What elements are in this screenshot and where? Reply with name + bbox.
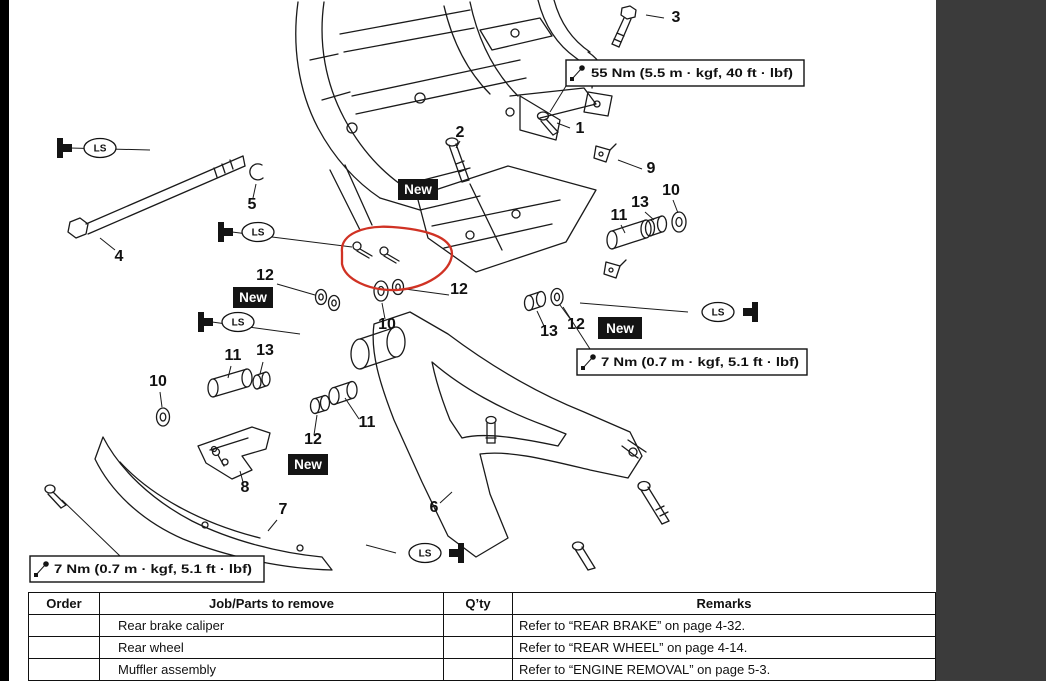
clamps-circlip-art (249, 143, 627, 279)
new-label: New (598, 317, 642, 339)
callout-number: 10 (662, 182, 680, 199)
callout-number: 9 (647, 160, 656, 177)
ls-label: LS (94, 144, 107, 155)
torque-spec-55nm: 55 Nm (5.5 m · kgf, 40 ft · lbf) (565, 59, 805, 87)
callout-number: 3 (672, 9, 681, 26)
table-row: Rear brake caliper Refer to “REAR BRAKE”… (28, 614, 936, 637)
chain-guard-art (94, 436, 333, 571)
table-header-row: Order Job/Parts to remove Q’ty Remarks (28, 592, 936, 615)
callout-number: 13 (540, 323, 558, 340)
exploded-parts-diagram: 55 Nm (5.5 m · kgf, 40 ft · lbf) 7 Nm (0… (29, 0, 808, 583)
grease-ls-symbol: LS (57, 137, 151, 159)
grease-ls-symbol: LS (218, 221, 353, 248)
cell-order (28, 614, 100, 637)
callout-number: 13 (256, 342, 274, 359)
cell-job: Muffler assembly (99, 658, 444, 681)
torque-spec-7nm-left: 7 Nm (0.7 m · kgf, 5.1 ft · lbf) (29, 555, 265, 583)
cell-order (28, 636, 100, 659)
callout-number: 13 (631, 194, 649, 211)
cell-qty (443, 636, 513, 659)
cell-remarks: Refer to “REAR WHEEL” on page 4-14. (512, 636, 936, 659)
torque-spec-text: 7 Nm (0.7 m · kgf, 5.1 ft · lbf) (54, 562, 252, 576)
grease-ls-symbol: LS (198, 311, 301, 335)
parts-table: Order Job/Parts to remove Q’ty Remarks R… (28, 592, 936, 681)
red-annotation-circle (340, 225, 454, 292)
cell-job: Rear wheel (99, 636, 444, 659)
new-label-text: New (294, 457, 322, 472)
bracket-art (197, 426, 271, 480)
callout-number: 12 (450, 281, 468, 298)
torque-spec-text: 55 Nm (5.5 m · kgf, 40 ft · lbf) (591, 66, 793, 80)
cell-order (28, 658, 100, 681)
col-header-order: Order (28, 592, 100, 615)
new-label-text: New (606, 321, 634, 336)
callout-number: 6 (430, 499, 439, 516)
callout-number: 7 (279, 501, 288, 518)
cell-qty (443, 614, 513, 637)
torque-spec-text: 7 Nm (0.7 m · kgf, 5.1 ft · lbf) (601, 355, 799, 369)
cell-job: Rear brake caliper (99, 614, 444, 637)
ls-label: LS (252, 228, 265, 239)
callout-number: 1 (576, 120, 585, 137)
rear-fender-art (416, 165, 597, 273)
new-label-text: New (239, 290, 267, 305)
callout-number: 2 (456, 124, 465, 141)
cell-qty (443, 658, 513, 681)
ls-label: LS (419, 549, 432, 560)
swingarm-art (350, 311, 647, 558)
new-label: New (233, 287, 273, 308)
col-header-qty: Q’ty (443, 592, 513, 615)
callout-number: 5 (248, 196, 257, 213)
callout-number: 11 (611, 207, 628, 224)
callout-number: 4 (115, 248, 124, 265)
callout-numbers: 3 1 2 5 4 9 10 13 11 12 12 10 12 13 11 1… (115, 9, 681, 518)
table-row: Muffler assembly Refer to “ENGINE REMOVA… (28, 658, 936, 681)
callout-number: 11 (359, 414, 376, 431)
callout-number: 10 (378, 316, 396, 333)
cell-remarks: Refer to “REAR BRAKE” on page 4-32. (512, 614, 936, 637)
callout-number: 12 (304, 431, 322, 448)
ls-label: LS (232, 318, 245, 329)
new-label: New (398, 179, 438, 200)
callout-number: 12 (567, 316, 585, 333)
col-header-job: Job/Parts to remove (99, 592, 444, 615)
ls-label: LS (712, 308, 725, 319)
viewer-left-edge (0, 0, 9, 681)
table-row: Rear wheel Refer to “REAR WHEEL” on page… (28, 636, 936, 659)
col-header-remarks: Remarks (512, 592, 936, 615)
callout-number: 11 (225, 347, 242, 364)
bolts-art (44, 5, 670, 571)
frame-art (295, 0, 613, 231)
callout-number: 8 (241, 479, 250, 496)
viewer-background-panel (936, 0, 1046, 681)
new-label: New (288, 454, 328, 475)
pivot-rod-art (67, 155, 246, 239)
new-label-text: New (404, 182, 432, 197)
callout-number: 10 (149, 373, 167, 390)
washers-collars-art (155, 211, 687, 427)
grease-ls-symbol: LS (365, 542, 464, 564)
leader-lines (61, 14, 679, 557)
torque-spec-7nm-right: 7 Nm (0.7 m · kgf, 5.1 ft · lbf) (576, 348, 808, 376)
callout-number: 12 (256, 267, 274, 284)
manual-page: 55 Nm (5.5 m · kgf, 40 ft · lbf) 7 Nm (0… (9, 0, 936, 681)
grease-ls-symbol: LS (579, 301, 758, 323)
cell-remarks: Refer to “ENGINE REMOVAL” on page 5-3. (512, 658, 936, 681)
